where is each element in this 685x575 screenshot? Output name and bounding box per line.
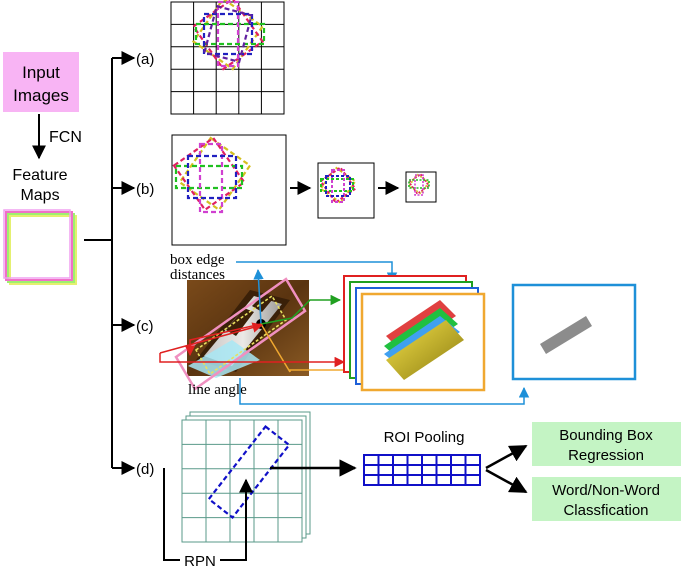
line-angle-arrow — [159, 322, 264, 354]
panel-a-anchor-boxes — [191, 0, 266, 71]
branch-label-b: (b) — [136, 181, 154, 198]
branch-connectors — [84, 51, 136, 475]
distance-arrow-bottom — [260, 323, 291, 373]
to-bbox-arrow — [485, 444, 528, 470]
feature-maps-stack — [3, 209, 77, 285]
word-label-line1: Word/Non-Word — [552, 482, 660, 499]
rotated-box-yellow — [194, 294, 288, 376]
rpn-label: RPN — [184, 553, 216, 570]
panel-b-anchor-boxes-small — [408, 173, 430, 196]
fcn-label: FCN — [49, 129, 82, 146]
distance-arrow-right — [260, 294, 342, 325]
input-images-box — [3, 52, 79, 112]
branch-label-a: (a) — [136, 51, 154, 68]
branch-label-c: (c) — [136, 318, 154, 335]
panel-b-anchor-boxes-large — [172, 136, 252, 214]
distance-arrow-top — [253, 268, 264, 325]
box-edge-label-line1: box edge — [170, 252, 225, 268]
word-classification-box — [532, 477, 681, 521]
panel-b-frame-large — [171, 134, 287, 246]
rpn-label-bg — [180, 552, 220, 568]
branch-label-d: (d) — [136, 461, 154, 478]
bbox-label-line2: Regression — [568, 447, 644, 464]
to-word-arrow — [485, 468, 528, 494]
box-edge-label-line2: distances — [170, 267, 225, 283]
panel-b-frame-small — [405, 171, 437, 203]
angle-connector-to-map — [239, 378, 530, 405]
input-label-line1: Input — [22, 63, 60, 82]
orange-connector-to-stack — [289, 364, 362, 376]
angle-map-region — [540, 316, 592, 354]
feature-maps-line1: Feature — [12, 167, 67, 184]
panel-b-frame-medium — [317, 162, 375, 219]
panel-b-anchor-boxes-medium — [319, 166, 357, 204]
geometry-map-stack — [343, 275, 486, 392]
rotated-proposal-box — [207, 424, 291, 520]
line-angle-label: line angle — [188, 382, 247, 398]
distance-arrow-left — [184, 323, 262, 357]
bbox-regression-box — [532, 422, 681, 466]
bbox-label-line1: Bounding Box — [559, 427, 653, 444]
feature-maps-line2: Maps — [20, 187, 59, 204]
red-connector-to-stack — [159, 353, 346, 368]
input-label-line2: Images — [13, 86, 69, 105]
word-label-line2: Classfication — [563, 502, 648, 519]
roi-pooling-label: ROI Pooling — [384, 429, 465, 446]
rotated-box-pink — [174, 277, 307, 391]
roi-pooling-grid — [363, 454, 481, 486]
